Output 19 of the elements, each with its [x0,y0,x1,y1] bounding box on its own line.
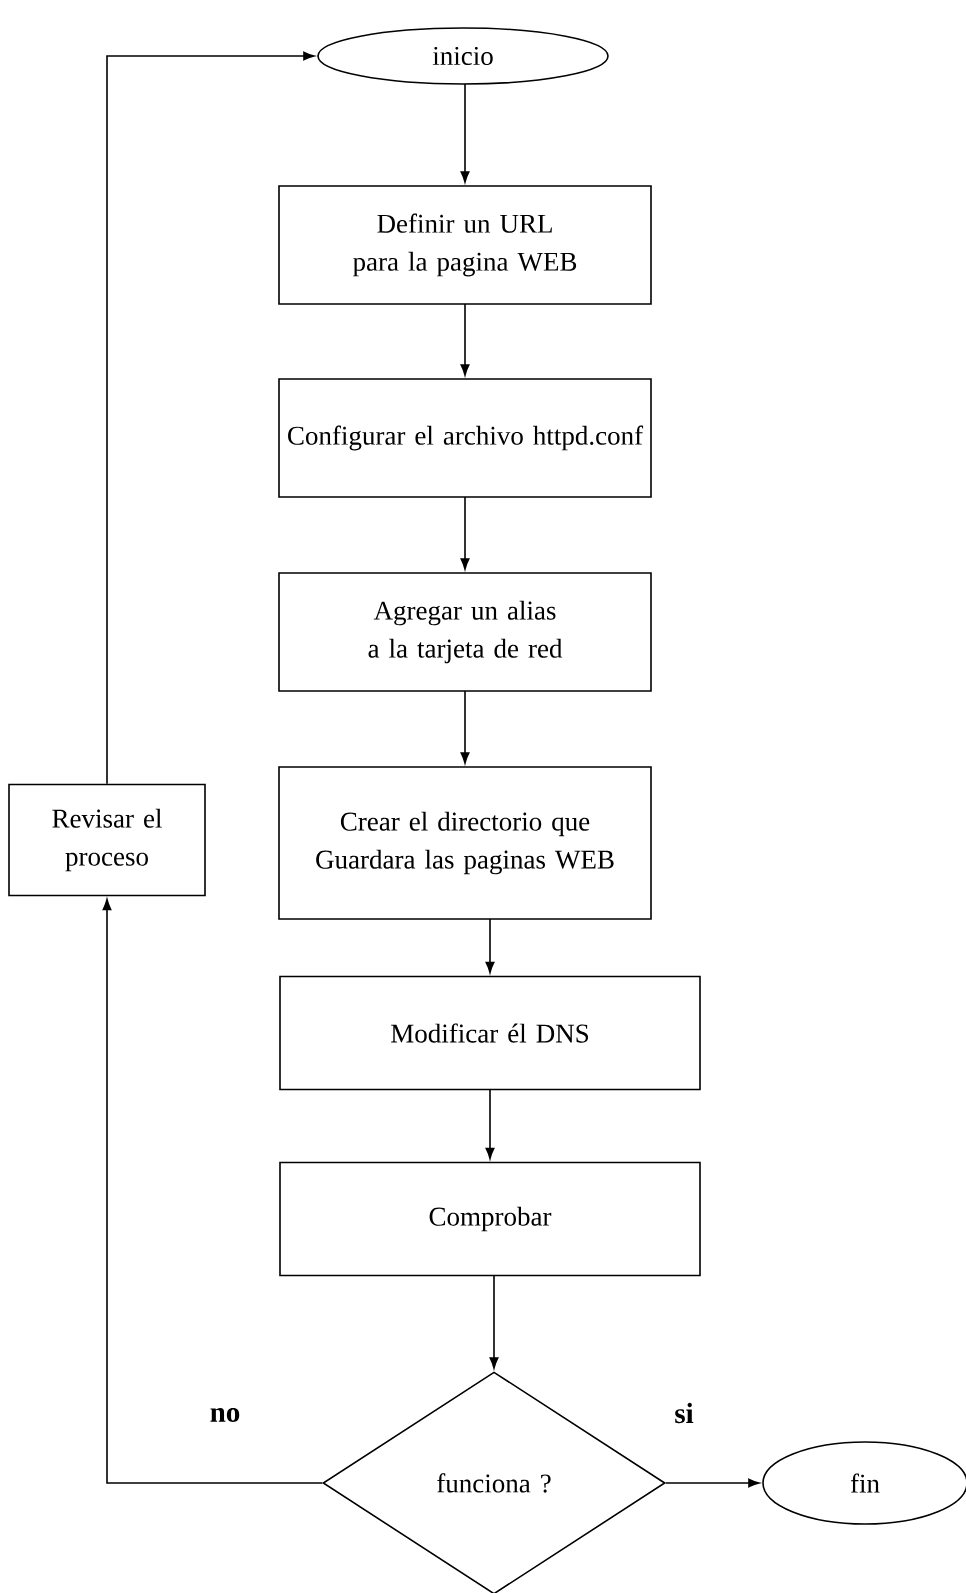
process-box: Comprobar [279,1161,701,1277]
arrow [460,496,470,570]
arrow [106,51,315,785]
arrow [460,690,470,764]
process-box: Agregar un alias a la tarjeta de red [278,572,652,692]
arrow [665,1478,760,1488]
process-box: Revisar el proceso [8,783,206,897]
arrow [460,83,470,183]
edge-label: no [207,1406,243,1424]
arrow [460,303,470,376]
process-box: Definir un URL para la pagina WEB [278,185,652,305]
arrow [485,918,495,974]
edge-label: si [672,1400,696,1426]
process-box: Configurar el archivo httpd.conf [278,378,652,498]
arrow [485,1088,495,1160]
arrow [102,898,323,1484]
arrow [489,1274,499,1369]
process-box: Modificar él DNS [279,975,701,1091]
process-box: Crear el directorio que Guardara las paginas WEB [278,766,652,920]
